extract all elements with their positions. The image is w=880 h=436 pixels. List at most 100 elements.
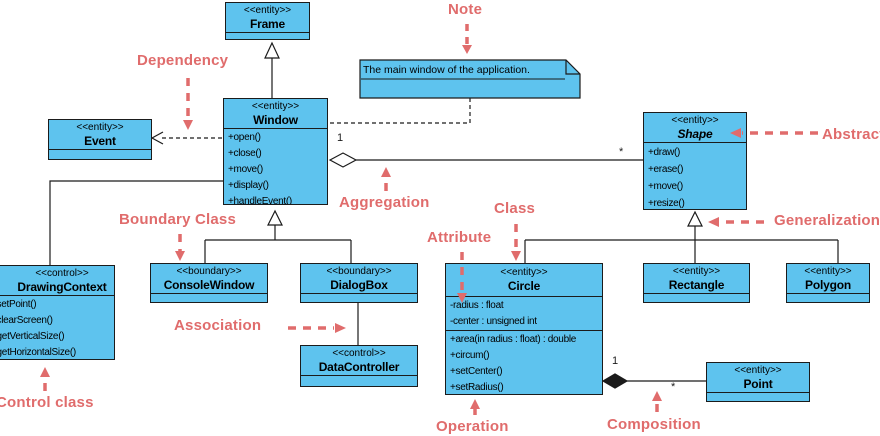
stereotype: <<boundary>> (176, 266, 242, 277)
aggregation-arrow (381, 167, 391, 191)
member-line: +handleEvent() (228, 196, 292, 205)
annotation-class: Class (494, 200, 536, 217)
annotation-control-class: Control class (0, 394, 94, 411)
class-header: <<entity>> Rectangle (644, 264, 749, 293)
member-line: +setCenter() (450, 366, 503, 377)
operations-compartment: +open() +close() +move() +display() +handleE… (224, 128, 327, 205)
member-line: +setRadius() (450, 382, 504, 393)
operations-compartment: +draw() +erase() +move() +resize() (644, 142, 746, 209)
stereotype: <<entity>> (671, 115, 719, 126)
annotation-operation: Operation (436, 418, 509, 435)
multiplicity-aggregation-many: * (619, 146, 624, 158)
class-polygon[interactable]: <<entity>> Polygon (786, 263, 870, 303)
class-header: <<control>> DataController (301, 346, 417, 375)
aggregation-window-shape (328, 152, 643, 168)
class-arrow (511, 224, 521, 261)
annotation-aggregation: Aggregation (339, 194, 430, 211)
class-header: <<entity>> Frame (226, 3, 309, 32)
boundary-class-arrow (175, 234, 185, 261)
class-name: DataController (318, 360, 400, 374)
member-line: +getVerticalSize() (0, 331, 65, 342)
note-arrow (462, 24, 472, 54)
stereotype: <<boundary>> (326, 266, 392, 277)
class-circle[interactable]: <<entity>> Circle -radius : float -center… (445, 263, 603, 395)
stereotype: <<entity>> (76, 122, 124, 133)
annotation-composition: Composition (607, 416, 701, 433)
multiplicity-composition-one: 1 (612, 355, 619, 367)
stereotype: <<entity>> (500, 267, 548, 278)
stereotype: <<control>> (332, 348, 386, 359)
composition-circle-point (601, 373, 706, 389)
class-shape[interactable]: <<entity>> Shape +draw()+erase()+move()+… (643, 112, 747, 210)
annotation-attribute: Attribute (427, 229, 492, 246)
empty-compartment (151, 293, 267, 302)
empty-compartment (787, 293, 869, 302)
member-line: +draw() (648, 147, 681, 158)
member-line: +getHorizontalSize() (0, 347, 76, 358)
member-line: +move() (228, 164, 263, 175)
stereotype: <<entity>> (251, 101, 300, 112)
generalization-arrow (708, 217, 764, 227)
member-line: +move() (648, 181, 683, 192)
note-text: The main window of the application. (363, 64, 530, 76)
class-drawingcontext[interactable]: <<control>> DrawingContext +setPoint()+c… (0, 265, 115, 360)
multiplicity-aggregation-one: 1 (337, 132, 344, 144)
member-line: +erase() (648, 164, 684, 175)
operations-compartment: +setPoint()+clearScreen()+getVerticalSiz… (0, 295, 114, 359)
multiplicity-composition-many: * (671, 381, 676, 393)
empty-compartment (49, 149, 151, 159)
annotation-note: Note (448, 1, 483, 18)
class-header: <<entity>> Shape (644, 113, 746, 142)
generalization-window-frame (264, 41, 280, 98)
association-arrow (288, 323, 346, 333)
class-datacontroller[interactable]: <<control>> DataController (300, 345, 418, 387)
class-rectangle[interactable]: <<entity>> Rectangle (643, 263, 750, 303)
member-line: -center : unsigned int (450, 316, 537, 327)
class-name: Shape (677, 127, 713, 141)
member-line: +circum() (450, 350, 490, 361)
dependency-arrow (183, 78, 193, 130)
control-class-arrow (40, 367, 50, 391)
operations-compartment: +area(in radius : float) : double +circum… (446, 330, 602, 394)
class-name: DialogBox (330, 278, 388, 292)
class-header: <<entity>> Window (224, 99, 327, 128)
member-line: +clearScreen() (0, 315, 53, 326)
member-line: +resize() (648, 198, 685, 209)
class-dialogbox[interactable]: <<boundary>> DialogBox (300, 263, 418, 303)
class-name: Point (743, 377, 773, 391)
class-header: <<entity>> Event (49, 120, 151, 149)
member-line: +close() (228, 148, 262, 159)
composition-arrow (652, 391, 662, 412)
annotation-dependency: Dependency (137, 52, 229, 69)
class-event[interactable]: <<entity>> Event (48, 119, 152, 160)
empty-compartment (226, 32, 309, 39)
annotation-association: Association (174, 317, 262, 334)
class-window[interactable]: <<entity>> Window +open() +close() +move()… (223, 98, 328, 205)
stereotype: <<control>> (35, 268, 89, 279)
class-header: <<boundary>> ConsoleWindow (151, 264, 267, 293)
class-header: <<control>> DrawingContext (0, 266, 114, 295)
member-line: +open() (228, 132, 261, 143)
member-line: +display() (228, 180, 269, 191)
empty-compartment (707, 392, 809, 401)
class-name: DrawingContext (17, 280, 107, 294)
class-point[interactable]: <<entity>> Point (706, 362, 810, 402)
class-name: Frame (249, 17, 286, 31)
annotation-generalization: Generalization (774, 212, 880, 229)
member-line: +area(in radius : float) : double (450, 334, 577, 345)
class-name: Circle (507, 279, 541, 293)
class-consolewindow[interactable]: <<boundary>> ConsoleWindow (150, 263, 268, 303)
member-line: -radius : float (450, 300, 504, 311)
annotation-abstract-class: Abstract Class (822, 126, 880, 143)
note-anchor-line (328, 98, 471, 124)
stereotype: <<entity>> (734, 365, 782, 376)
operation-arrow (470, 399, 480, 415)
empty-compartment (301, 293, 417, 302)
stereotype: <<entity>> (243, 5, 292, 16)
stereotype: <<entity>> (672, 266, 721, 277)
empty-compartment (644, 293, 749, 302)
class-frame[interactable]: <<entity>> Frame (225, 2, 310, 40)
class-name: Window (253, 113, 298, 127)
stereotype: <<entity>> (804, 266, 852, 277)
